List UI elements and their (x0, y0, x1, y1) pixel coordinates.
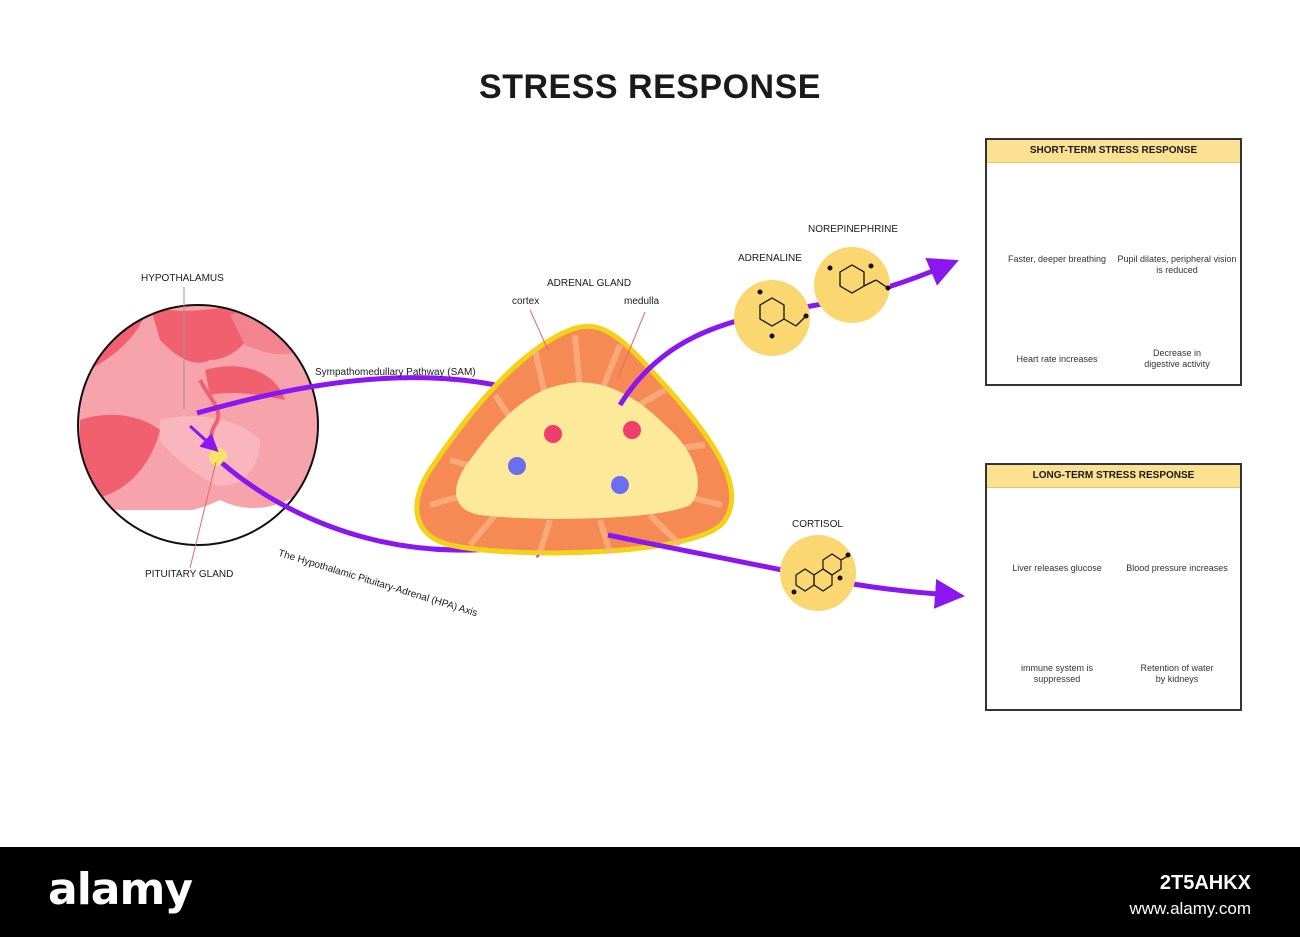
cell-dot (544, 425, 562, 443)
medulla-label: medulla (624, 296, 660, 307)
cortex-output-arrow (607, 532, 965, 609)
alamy-logo: alamy (48, 864, 193, 915)
short-term-caption: Pupil dilates, peripheral vision is redu… (1117, 254, 1237, 275)
cell-dot (508, 457, 526, 475)
diagram-canvas (77, 172, 1195, 652)
cortex-label: cortex (512, 296, 540, 307)
site-url: www.alamy.com (1129, 899, 1251, 918)
adrenal-gland-label: ADRENAL GLAND (547, 278, 632, 289)
norepinephrine-molecule (814, 247, 891, 323)
short-term-caption: Decrease in digestive activity (1144, 348, 1210, 369)
stock-footer-bar (0, 847, 1300, 937)
adrenal-gland-illustration (414, 309, 735, 556)
hypothalamus-label: HYPOTHALAMUS (141, 273, 224, 284)
short-term-response-panel: SHORT-TERM STRESS RESPONSE Faster, deepe… (985, 138, 1242, 386)
cortisol-label: CORTISOL (792, 519, 843, 530)
image-id: 2T5AHKX (1159, 872, 1251, 894)
page-title: STRESS RESPONSE (479, 68, 821, 106)
long-term-caption: immune system is suppressed (1020, 663, 1093, 684)
short-term-caption: Heart rate increases (1016, 354, 1098, 364)
adrenaline-label: ADRENALINE (738, 253, 802, 264)
long-term-header: LONG-TERM STRESS RESPONSE (987, 465, 1240, 488)
brain-section-illustration (77, 287, 319, 569)
long-term-response-panel: LONG-TERM STRESS RESPONSE Liver releases… (985, 463, 1242, 711)
adrenaline-molecule (734, 280, 810, 356)
short-term-caption: Faster, deeper breathing (1007, 254, 1107, 264)
norepinephrine-label: NOREPINEPHRINE (808, 224, 899, 235)
long-term-caption: Blood pressure increases (1126, 563, 1228, 573)
pituitary-gland-label: PITUITARY GLAND (145, 569, 234, 580)
cell-dot (623, 421, 641, 439)
short-term-header: SHORT-TERM STRESS RESPONSE (987, 140, 1240, 163)
long-term-caption: Liver releases glucose (1012, 563, 1102, 573)
long-term-caption: Retention of water by kidneys (1140, 663, 1214, 684)
cell-dot (611, 476, 629, 494)
sam-pathway-label: Sympathomedullary Pathway (SAM) (315, 367, 476, 378)
cortisol-molecule (780, 535, 856, 611)
